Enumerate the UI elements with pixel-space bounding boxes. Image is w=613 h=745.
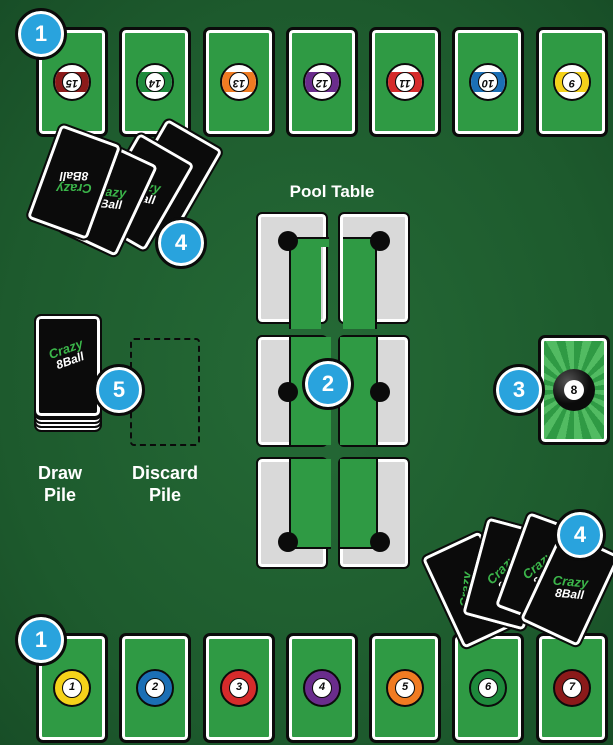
pool-ball-icon: 10 (469, 63, 507, 101)
ball-card[interactable]: 10 (455, 30, 521, 134)
pool-ball-icon: 9 (553, 63, 591, 101)
discard-pile-label-line1: Discard (123, 462, 207, 484)
pool-ball-icon: 13 (220, 63, 258, 101)
ball-number: 10 (478, 72, 498, 92)
ball-card[interactable]: 4 (289, 636, 355, 740)
ball-number: 11 (395, 72, 415, 92)
ball-number: 3 (229, 678, 249, 698)
table-felt (289, 237, 321, 329)
pocket-icon (278, 231, 298, 251)
ball-card[interactable]: 13 (206, 30, 272, 134)
pocket-icon (370, 231, 390, 251)
discard-pile-label: Discard Pile (123, 462, 207, 506)
pool-ball-icon: 6 (469, 669, 507, 707)
pocket-icon (278, 382, 298, 402)
ball-number: 14 (145, 72, 165, 92)
badge-eight-ball: 3 (496, 367, 542, 413)
pool-ball-icon: 15 (53, 63, 91, 101)
pool-table-piece[interactable] (340, 214, 408, 322)
eight-ball-card[interactable]: 8 (541, 338, 607, 442)
pool-ball-icon: 5 (386, 669, 424, 707)
pool-ball-icon: 11 (386, 63, 424, 101)
ball-number: 9 (562, 72, 582, 92)
badge-top-fan: 4 (158, 220, 204, 266)
pool-table-piece[interactable] (340, 459, 408, 567)
pool-table-label: Pool Table (262, 181, 402, 203)
table-felt (343, 237, 377, 329)
ball-card[interactable]: 9 (539, 30, 605, 134)
ball-number: 5 (395, 678, 415, 698)
pool-ball-icon: 12 (303, 63, 341, 101)
ball-card[interactable]: 3 (206, 636, 272, 740)
ball-number: 6 (478, 678, 498, 698)
badge-bottom-fan: 4 (557, 512, 603, 558)
ball-number: 7 (562, 678, 582, 698)
pool-table-piece[interactable] (258, 214, 326, 322)
pool-table-piece[interactable] (340, 337, 408, 445)
ball-card[interactable]: 12 (289, 30, 355, 134)
draw-pile-label: Draw Pile (30, 462, 90, 506)
eight-ball-number: 8 (564, 380, 584, 400)
discard-pile-label-line2: Pile (123, 484, 207, 506)
eight-ball-icon: 8 (553, 369, 595, 411)
ball-number: 4 (312, 678, 332, 698)
ball-card[interactable]: 14 (122, 30, 188, 134)
ball-number: 2 (145, 678, 165, 698)
pool-ball-icon: 7 (553, 669, 591, 707)
ball-number: 13 (229, 72, 249, 92)
draw-pile-label-line1: Draw (30, 462, 90, 484)
pocket-icon (370, 382, 390, 402)
pool-ball-icon: 3 (220, 669, 258, 707)
ball-number: 12 (312, 72, 332, 92)
pool-table-piece[interactable] (258, 459, 326, 567)
badge-top-hand: 1 (18, 11, 64, 57)
ball-number: 1 (62, 678, 82, 698)
badge-draw-pile: 5 (96, 367, 142, 413)
pool-ball-icon: 14 (136, 63, 174, 101)
pool-ball-icon: 2 (136, 669, 174, 707)
pocket-icon (278, 532, 298, 552)
pool-ball-icon: 4 (303, 669, 341, 707)
pocket-icon (370, 532, 390, 552)
pool-ball-icon: 1 (53, 669, 91, 707)
badge-bottom-hand: 1 (18, 617, 64, 663)
ball-card[interactable]: 2 (122, 636, 188, 740)
ball-number: 15 (62, 72, 82, 92)
draw-pile-label-line2: Pile (30, 484, 90, 506)
ball-card[interactable]: 11 (372, 30, 438, 134)
badge-pool-table: 2 (305, 361, 351, 407)
